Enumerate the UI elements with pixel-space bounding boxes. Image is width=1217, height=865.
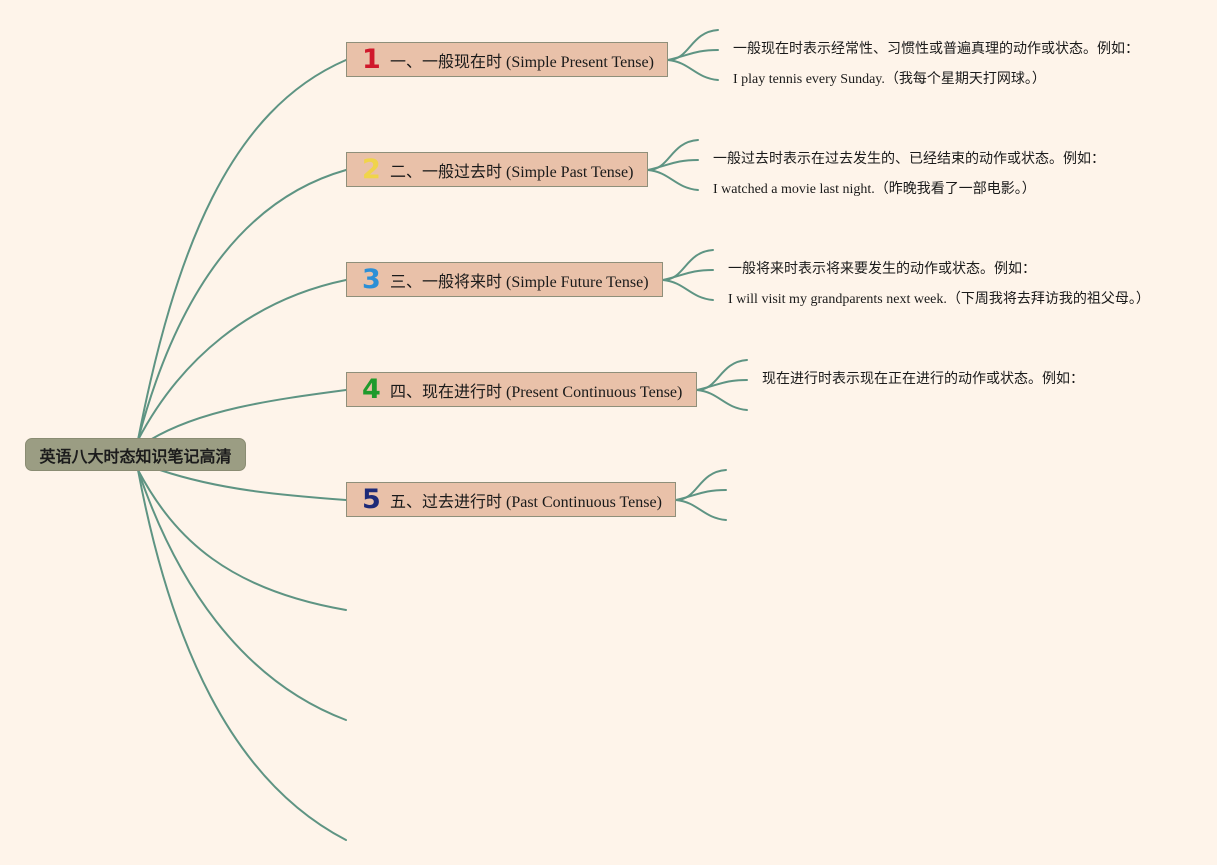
connector-topic-1-sub-b bbox=[667, 49, 719, 61]
topic-node-5[interactable]: 5 五、过去进行时 (Past Continuous Tense) bbox=[346, 482, 676, 517]
number-5-icon: 5 bbox=[362, 484, 381, 515]
number-2-icon: 2 bbox=[362, 154, 381, 185]
connector-topic-5-sub-b bbox=[675, 489, 727, 501]
topic-label-4: 四、现在进行时 (Present Continuous Tense) bbox=[390, 383, 683, 401]
connector-root-empty-7 bbox=[137, 469, 347, 721]
number-1-icon: 1 bbox=[362, 44, 381, 75]
topic-node-4[interactable]: 4 四、现在进行时 (Present Continuous Tense) bbox=[346, 372, 697, 407]
topic-2-note-b[interactable]: I watched a movie last night.（昨晚我看了一部电影。… bbox=[713, 182, 1036, 197]
connector-topic-3-sub-a bbox=[662, 249, 714, 281]
connector-topic-5-sub-c bbox=[675, 499, 727, 521]
connector-root-topic-3 bbox=[137, 279, 347, 441]
connector-root-empty-6 bbox=[137, 469, 347, 611]
number-3-icon: 3 bbox=[362, 264, 381, 295]
connector-topic-1-sub-c bbox=[667, 59, 719, 81]
root-node[interactable]: 英语八大时态知识笔记高清 bbox=[25, 438, 246, 471]
connector-topic-1-sub-a bbox=[667, 29, 719, 61]
topic-label-2: 二、一般过去时 (Simple Past Tense) bbox=[390, 163, 634, 181]
connector-topic-5-sub-a bbox=[675, 469, 727, 501]
topic-1-note-b[interactable]: I play tennis every Sunday.（我每个星期天打网球。） bbox=[733, 72, 1046, 87]
topic-3-note-a[interactable]: 一般将来时表示将来要发生的动作或状态。例如： bbox=[728, 262, 1036, 277]
topic-1-note-a[interactable]: 一般现在时表示经常性、习惯性或普遍真理的动作或状态。例如： bbox=[733, 42, 1139, 57]
topic-label-3: 三、一般将来时 (Simple Future Tense) bbox=[390, 273, 649, 291]
connector-topic-2-sub-c bbox=[647, 169, 699, 191]
topic-node-2[interactable]: 2 二、一般过去时 (Simple Past Tense) bbox=[346, 152, 648, 187]
topic-label-5: 五、过去进行时 (Past Continuous Tense) bbox=[390, 493, 662, 511]
connector-root-empty-8 bbox=[137, 469, 347, 841]
topic-node-1[interactable]: 1 一、一般现在时 (Simple Present Tense) bbox=[346, 42, 668, 77]
connector-topic-3-sub-b bbox=[662, 269, 714, 281]
root-title: 英语八大时态知识笔记高清 bbox=[39, 446, 232, 466]
connector-topic-4-sub-c bbox=[696, 389, 748, 411]
connector-topic-3-sub-c bbox=[662, 279, 714, 301]
topic-2-note-a[interactable]: 一般过去时表示在过去发生的、已经结束的动作或状态。例如： bbox=[713, 152, 1105, 167]
connector-topic-2-sub-a bbox=[647, 139, 699, 171]
connector-topic-4-sub-b bbox=[696, 379, 748, 391]
topic-label-1: 一、一般现在时 (Simple Present Tense) bbox=[390, 53, 654, 71]
topic-4-note-a[interactable]: 现在进行时表示现在正在进行的动作或状态。例如： bbox=[762, 372, 1084, 387]
connector-root-topic-5 bbox=[159, 469, 347, 501]
topic-3-note-b[interactable]: I will visit my grandparents next week.（… bbox=[728, 292, 1150, 307]
topic-node-3[interactable]: 3 三、一般将来时 (Simple Future Tense) bbox=[346, 262, 663, 297]
connector-root-topic-2 bbox=[137, 169, 347, 441]
number-4-icon: 4 bbox=[362, 374, 381, 405]
connector-topic-2-sub-b bbox=[647, 159, 699, 171]
connector-topic-4-sub-a bbox=[696, 359, 748, 391]
connector-root-topic-4 bbox=[149, 389, 347, 441]
connector-root-topic-1 bbox=[137, 59, 347, 441]
